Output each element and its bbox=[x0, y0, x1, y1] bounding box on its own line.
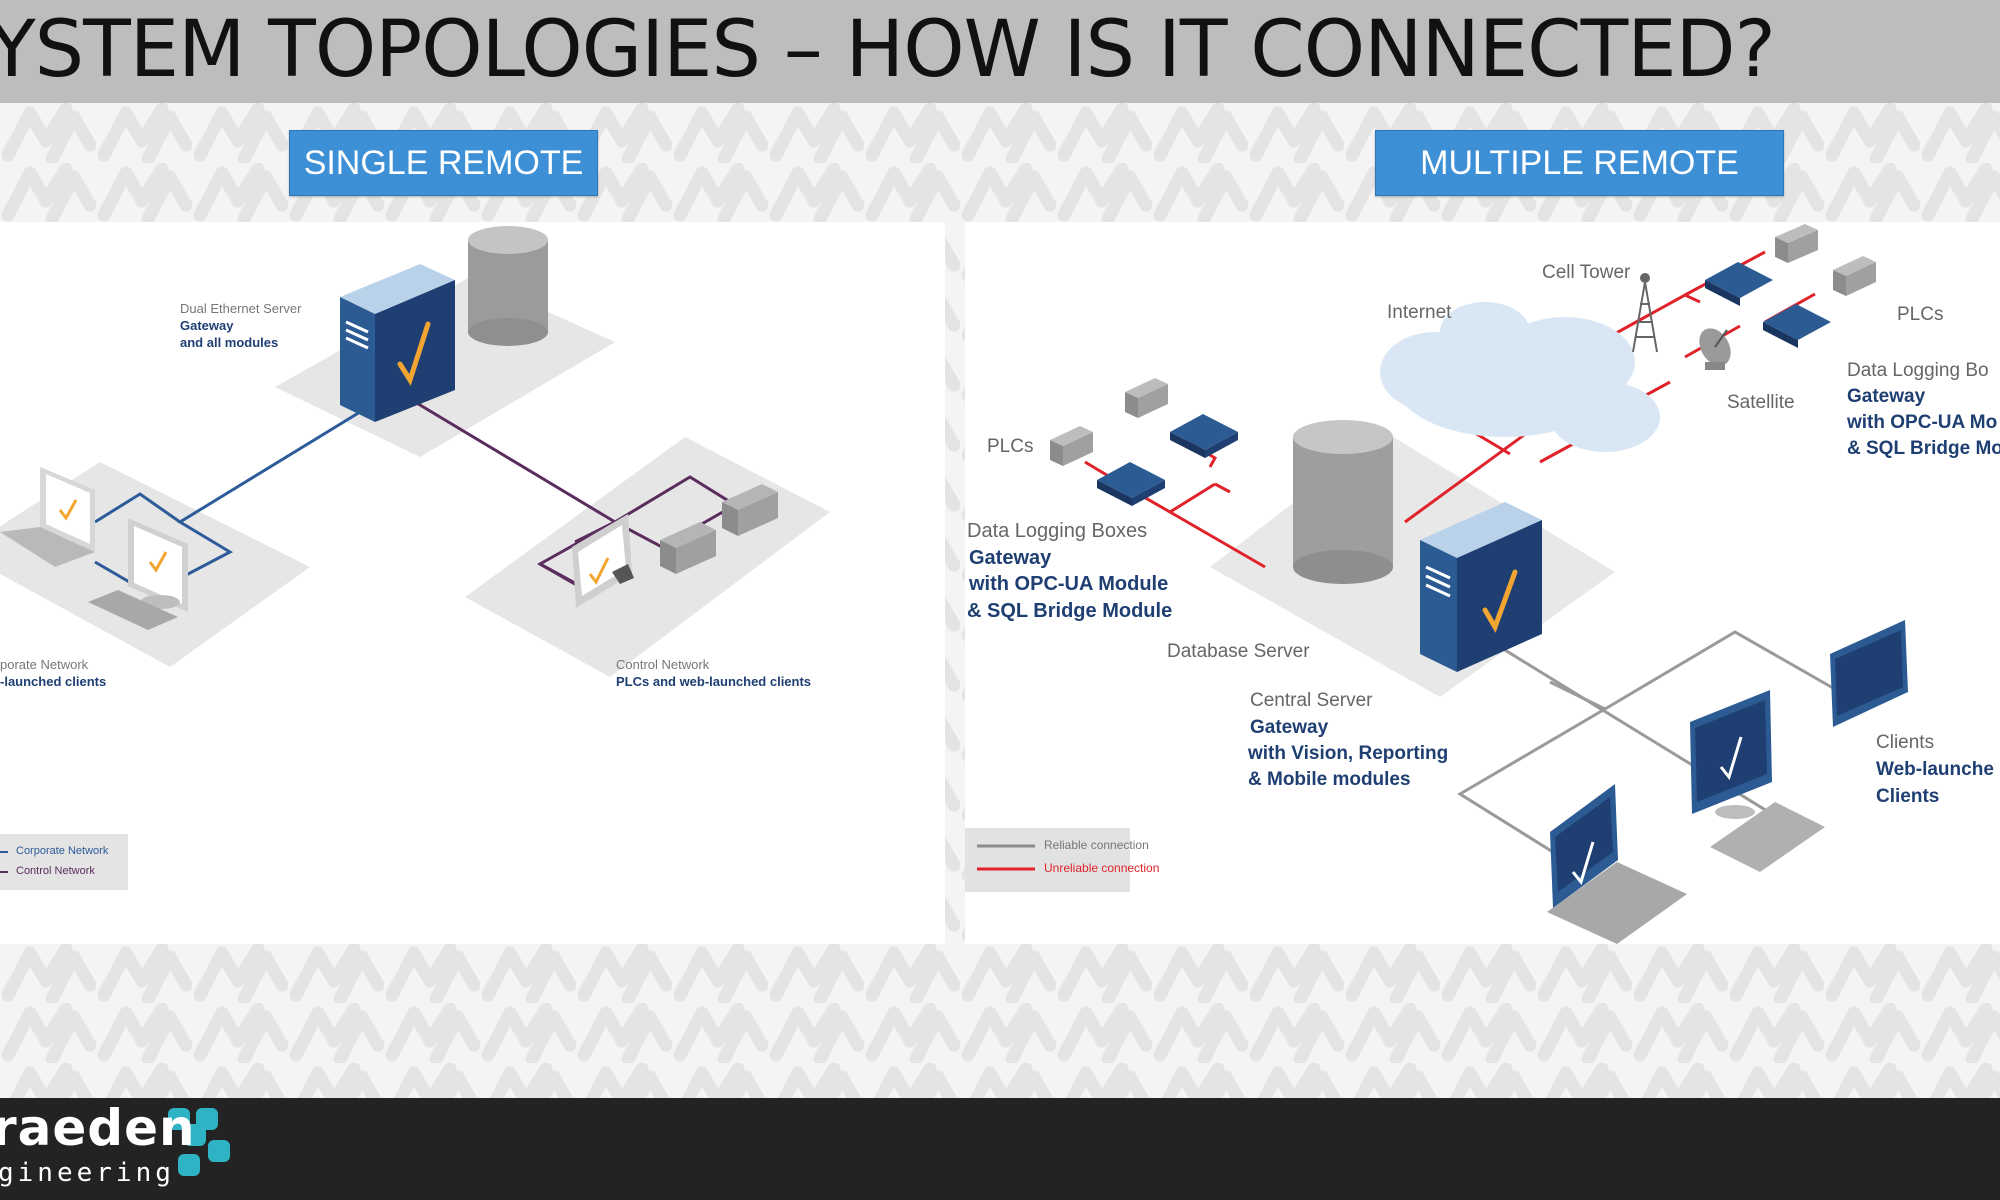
laptop-icon bbox=[0, 467, 95, 567]
data-logging-right-title: Data Logging Bo bbox=[1847, 360, 1989, 381]
control-network-label: Control Network bbox=[616, 657, 710, 672]
data-logging-left-line: with OPC-UA Module bbox=[969, 573, 1169, 595]
data-logging-left-line: Gateway bbox=[969, 547, 1052, 569]
central-server-line: with Vision, Reporting bbox=[1248, 743, 1449, 764]
plcs-right-label: PLCs bbox=[1897, 304, 1944, 325]
logo-mark-icon bbox=[168, 1108, 230, 1176]
multiple-remote-button[interactable]: MULTIPLE REMOTE bbox=[1375, 130, 1784, 196]
legend-box bbox=[965, 828, 1130, 892]
server-sublabel: and all modules bbox=[180, 335, 279, 350]
clients-title: Clients bbox=[1876, 732, 1935, 753]
touch-panel-icon bbox=[1830, 620, 1908, 727]
internet-label: Internet bbox=[1387, 302, 1452, 323]
company-logo bbox=[168, 1108, 230, 1176]
legend-control: Control Network bbox=[16, 865, 95, 877]
data-logging-box-icon bbox=[1763, 304, 1831, 348]
plc-icon bbox=[722, 484, 778, 536]
satellite-dish-icon bbox=[1699, 328, 1731, 370]
clients-line: Web-launche bbox=[1876, 759, 1994, 780]
corporate-network-sublabel: -launched clients bbox=[0, 674, 107, 689]
corporate-network-label: porate Network bbox=[0, 657, 89, 672]
legend-box bbox=[0, 834, 128, 890]
data-logging-right-line: with OPC-UA Mo bbox=[1847, 412, 1998, 433]
server-tower bbox=[340, 264, 455, 422]
data-logging-box-icon bbox=[1097, 462, 1165, 506]
central-server-title: Central Server bbox=[1250, 690, 1373, 711]
plc-icon bbox=[1833, 256, 1876, 296]
slide-title: YSTEM TOPOLOGIES – HOW IS IT CONNECTED? bbox=[0, 5, 1776, 95]
data-logging-left-line: & SQL Bridge Module bbox=[967, 600, 1173, 622]
touch-panel-icon bbox=[572, 514, 634, 608]
single-remote-button[interactable]: SINGLE REMOTE bbox=[289, 130, 598, 196]
data-logging-right-line: Gateway bbox=[1847, 386, 1926, 407]
internet-cloud-icon bbox=[1380, 302, 1660, 452]
clients-line: Clients bbox=[1876, 786, 1940, 807]
server-label: Dual Ethernet Server bbox=[180, 301, 302, 316]
database-server-label: Database Server bbox=[1167, 641, 1310, 662]
plc-icon bbox=[1125, 378, 1168, 418]
desktop-monitor-icon bbox=[88, 518, 188, 630]
cell-tower-icon bbox=[1632, 273, 1658, 353]
plc-icon bbox=[1050, 426, 1093, 466]
central-server-tower bbox=[1420, 502, 1542, 672]
footer-bar: raeden gineering bbox=[0, 1098, 2000, 1200]
legend-reliable: Reliable connection bbox=[1044, 838, 1149, 852]
plc-icon bbox=[1775, 224, 1818, 263]
desktop-monitor-icon bbox=[1690, 690, 1825, 872]
data-logging-right-line: & SQL Bridge Mo bbox=[1847, 438, 2000, 459]
legend-corporate: Corporate Network bbox=[16, 845, 109, 857]
central-server-line: Gateway bbox=[1250, 717, 1329, 738]
central-server-line: & Mobile modules bbox=[1248, 769, 1411, 790]
single-remote-diagram: Dual Ethernet Server Gateway and all mod… bbox=[0, 222, 945, 944]
logo-wordmark: raeden bbox=[0, 1099, 196, 1157]
data-logging-left-title: Data Logging Boxes bbox=[967, 520, 1148, 542]
logo-tagline: gineering bbox=[0, 1158, 175, 1188]
plcs-left-label: PLCs bbox=[987, 436, 1034, 457]
database-cylinder bbox=[1293, 420, 1393, 584]
server-sublabel: Gateway bbox=[180, 318, 234, 333]
data-logging-box-icon bbox=[1705, 262, 1773, 306]
plc-icon bbox=[660, 522, 716, 574]
satellite-label: Satellite bbox=[1727, 392, 1795, 413]
cell-tower-label: Cell Tower bbox=[1542, 262, 1631, 283]
data-logging-box-icon bbox=[1170, 414, 1238, 458]
control-floor bbox=[465, 437, 830, 677]
legend-unreliable: Unreliable connection bbox=[1044, 861, 1160, 875]
multiple-remote-diagram: Cell Tower Internet PLCs Satellite Data … bbox=[965, 222, 2000, 944]
laptop-icon bbox=[1547, 784, 1687, 944]
database-cylinder bbox=[468, 226, 548, 346]
title-bar: YSTEM TOPOLOGIES – HOW IS IT CONNECTED? bbox=[0, 0, 2000, 103]
control-network-sublabel: PLCs and web-launched clients bbox=[616, 674, 812, 689]
